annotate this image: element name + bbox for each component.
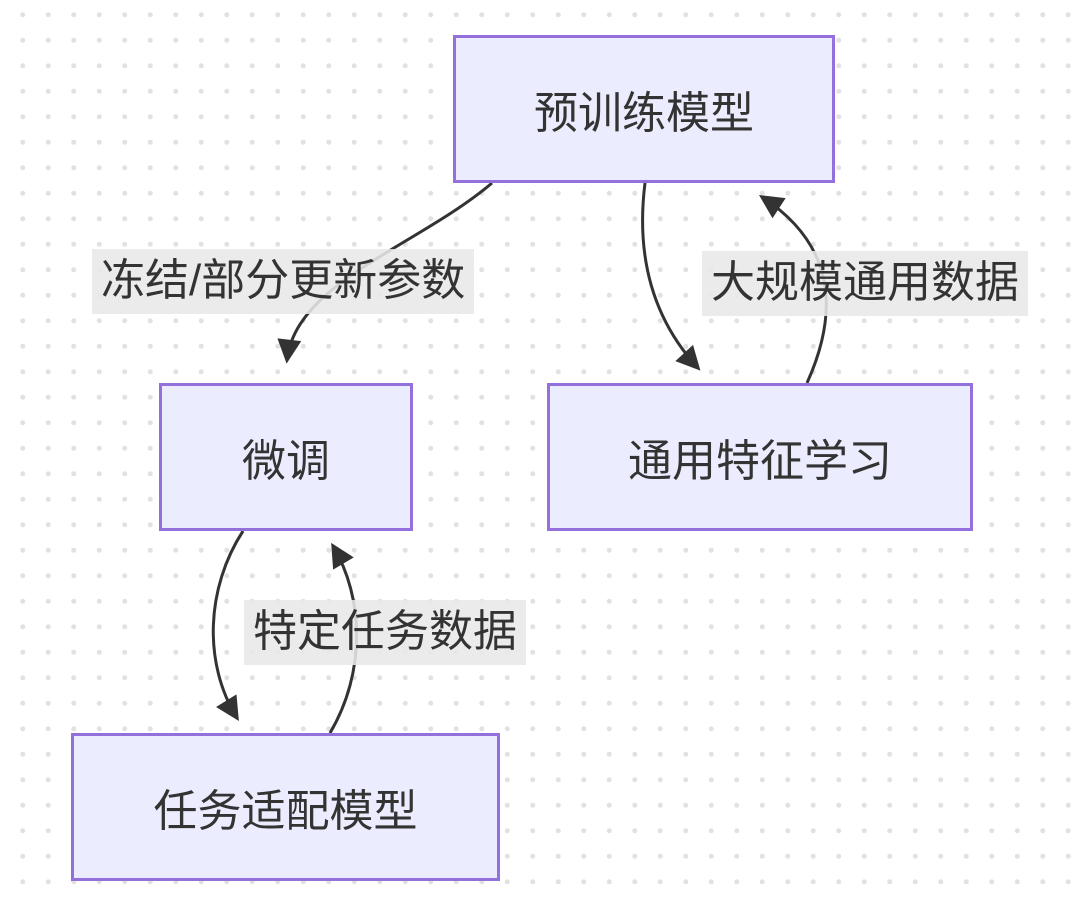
edge-finetune-to-task-adapted: [211, 530, 245, 722]
node-task-adapted-model-label: 任务适配模型: [153, 787, 418, 836]
edge-pretrained-to-general-feature: [641, 182, 701, 371]
node-finetune: 微调: [159, 383, 413, 531]
node-task-adapted-model: 任务适配模型: [71, 733, 500, 881]
node-general-feature-learning-label: 通用特征学习: [628, 437, 892, 486]
node-pretrained-model: 预训练模型: [453, 35, 835, 183]
edge-label-task-specific-data: 特定任务数据: [244, 600, 526, 665]
edge-label-large-scale-general-data: 大规模通用数据: [702, 251, 1028, 316]
node-general-feature-learning: 通用特征学习: [547, 383, 973, 531]
node-pretrained-model-label: 预训练模型: [534, 89, 754, 138]
node-finetune-label: 微调: [242, 437, 330, 486]
edge-label-freeze-partial-update-params: 冻结/部分更新参数: [92, 249, 475, 314]
